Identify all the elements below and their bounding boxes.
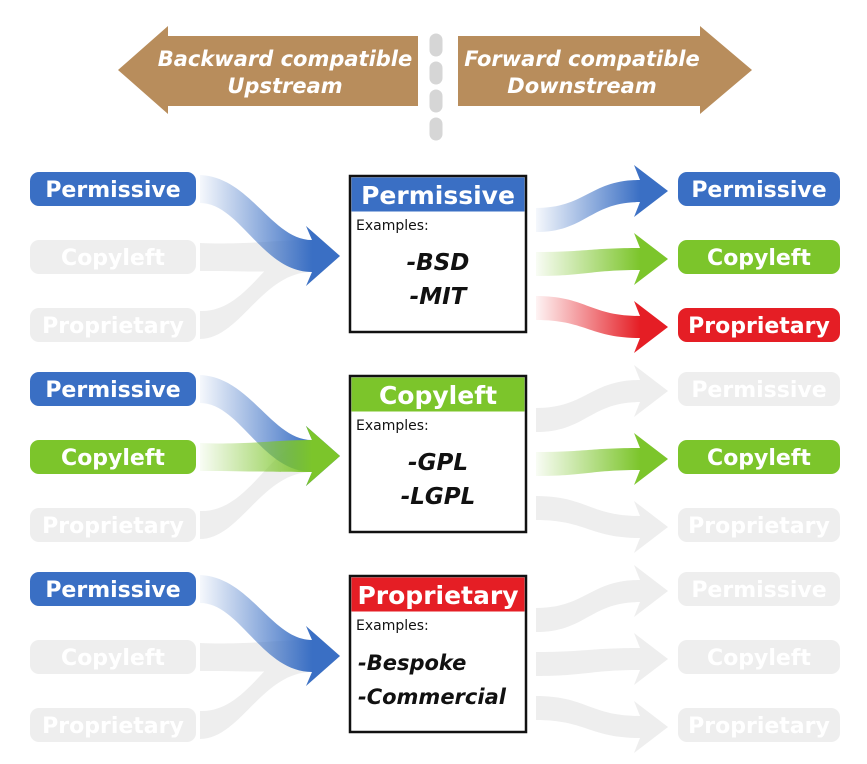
input-pill-copyleft — [30, 440, 196, 474]
output-pill-proprietary — [678, 708, 840, 742]
example-item: -GPL — [408, 450, 468, 476]
row-proprietary: PermissiveCopyleftProprietaryPermissiveC… — [30, 565, 840, 753]
output-arrow-copyleft — [536, 433, 668, 485]
output-pill-label: Copyleft — [707, 246, 811, 271]
license-box-title: Proprietary — [357, 581, 518, 610]
output-pill-label: Permissive — [691, 178, 826, 203]
rows-layer: PermissiveCopyleftProprietaryPermissiveC… — [30, 165, 840, 753]
license-box-header — [351, 177, 525, 212]
input-arrow-copyleft — [200, 426, 340, 486]
output-arrow-permissive — [536, 365, 668, 432]
input-pill-label: Permissive — [45, 378, 180, 403]
output-arrow-permissive — [536, 165, 668, 232]
forward-arrow-shape — [458, 26, 752, 114]
output-pill-proprietary — [678, 308, 840, 342]
input-pill-proprietary — [30, 308, 196, 342]
input-arrow-permissive — [200, 175, 340, 286]
output-pill-permissive — [678, 372, 840, 406]
input-pill-label: Proprietary — [42, 314, 184, 339]
output-pill-label: Proprietary — [688, 514, 830, 539]
row-copyleft: PermissiveCopyleftProprietaryPermissiveC… — [30, 365, 840, 553]
input-pill-label: Permissive — [45, 578, 180, 603]
backward-compatible-arrow: Backward compatible Upstream — [118, 26, 418, 114]
forward-compatible-arrow: Forward compatible Downstream — [458, 26, 752, 114]
input-pill-label: Copyleft — [61, 446, 165, 471]
output-arrow-copyleft — [536, 633, 668, 685]
example-item: -Bespoke — [358, 651, 466, 675]
license-box-title: Permissive — [361, 181, 515, 210]
license-box-header — [351, 577, 525, 612]
backward-arrow-shape — [118, 26, 418, 114]
license-box-header — [351, 377, 525, 412]
input-pill-permissive — [30, 572, 196, 606]
input-pill-copyleft — [30, 240, 196, 274]
output-pill-permissive — [678, 572, 840, 606]
output-pill-copyleft — [678, 640, 840, 674]
input-pill-label: Proprietary — [42, 514, 184, 539]
output-pill-proprietary — [678, 508, 840, 542]
input-arrow-permissive — [200, 575, 340, 686]
license-box-title: Copyleft — [379, 381, 497, 410]
output-pill-permissive — [678, 172, 840, 206]
backward-arrow-line1: Backward compatible — [158, 47, 413, 71]
output-arrow-proprietary — [536, 296, 668, 353]
output-pill-label: Permissive — [691, 578, 826, 603]
output-pill-label: Copyleft — [707, 446, 811, 471]
input-pill-proprietary — [30, 508, 196, 542]
input-pill-permissive — [30, 172, 196, 206]
example-item: -BSD — [407, 250, 470, 276]
output-pill-copyleft — [678, 440, 840, 474]
output-pill-label: Proprietary — [688, 314, 830, 339]
input-pill-label: Proprietary — [42, 714, 184, 739]
output-pill-label: Proprietary — [688, 714, 830, 739]
output-arrow-proprietary — [536, 696, 668, 753]
output-pill-label: Permissive — [691, 378, 826, 403]
output-arrow-proprietary — [536, 496, 668, 553]
examples-label: Examples: — [356, 218, 429, 234]
example-item: -Commercial — [358, 685, 507, 709]
input-pill-permissive — [30, 372, 196, 406]
output-pill-label: Copyleft — [707, 646, 811, 671]
example-item: -MIT — [410, 284, 469, 310]
forward-arrow-line2: Downstream — [507, 74, 656, 98]
example-item: -LGPL — [401, 484, 476, 510]
input-pill-label: Permissive — [45, 178, 180, 203]
backward-arrow-line2: Upstream — [227, 74, 342, 98]
examples-label: Examples: — [356, 618, 429, 634]
input-pill-proprietary — [30, 708, 196, 742]
output-pill-copyleft — [678, 240, 840, 274]
input-pill-label: Copyleft — [61, 646, 165, 671]
input-pill-copyleft — [30, 640, 196, 674]
output-arrow-copyleft — [536, 233, 668, 285]
input-pill-label: Copyleft — [61, 246, 165, 271]
forward-arrow-line1: Forward compatible — [464, 47, 699, 71]
output-arrow-permissive — [536, 565, 668, 632]
examples-label: Examples: — [356, 418, 429, 434]
